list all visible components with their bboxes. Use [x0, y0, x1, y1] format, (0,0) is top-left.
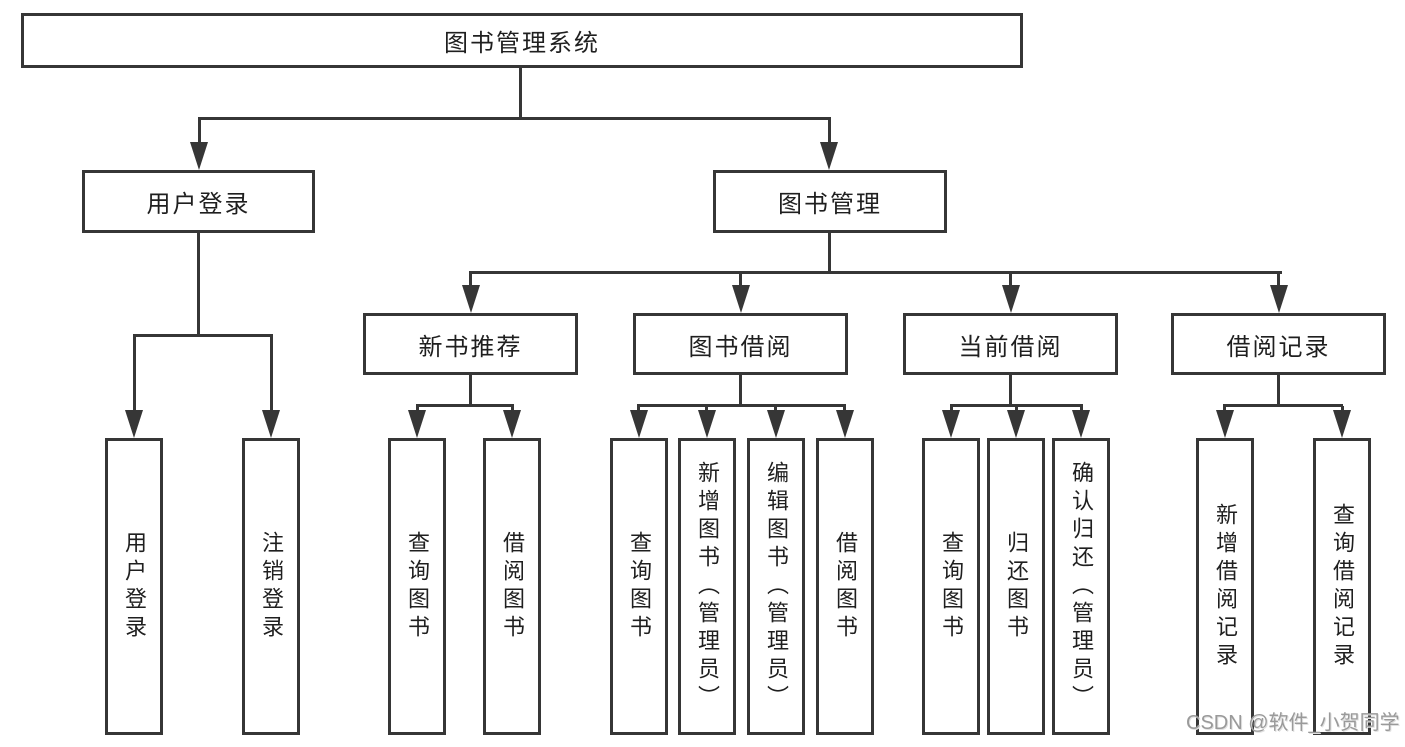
edge-to-book-borrow: [739, 272, 742, 287]
edge-new-book-rail: [415, 404, 514, 407]
node-current-borrow: 当前借阅: [903, 313, 1118, 375]
leaf-label: 新增借阅记录: [1213, 502, 1238, 671]
edge-to-leaf: [415, 406, 419, 413]
arrowhead-icon: [629, 410, 648, 438]
leaf-label: 查询借阅记录: [1330, 502, 1355, 671]
node-new-book-recommend: 新书推荐: [363, 313, 578, 375]
node-book-management-label: 图书管理: [778, 191, 882, 218]
arrowhead-icon: [731, 285, 750, 313]
edge-to-leaf: [1014, 406, 1018, 413]
edge-to-leaf: [949, 406, 953, 413]
edge-root-stub: [518, 68, 522, 120]
leaf-query-books-recommend: 查询图书: [388, 438, 446, 735]
leaf-query-books-borrow: 查询图书: [610, 438, 668, 735]
edge-to-borrow-records: [1277, 272, 1280, 287]
edge-to-leaf: [774, 406, 777, 413]
arrowhead-icon: [697, 410, 716, 438]
node-borrow-records-label: 借阅记录: [1226, 333, 1331, 361]
edge-book-borrow-rail: [637, 404, 846, 407]
leaf-borrow-books-recommend: 借阅图书: [483, 438, 541, 735]
leaf-label: 注销登录: [259, 530, 284, 643]
edge-new-book-stub: [469, 375, 472, 407]
edge-level2-rail: [197, 117, 831, 120]
edge-to-new-book: [469, 272, 472, 287]
edge-to-leaf: [637, 406, 640, 413]
edge-to-leaf-logout: [269, 335, 273, 412]
edge-book-management-stub: [827, 233, 831, 274]
leaf-query-borrow-record: 查询借阅记录: [1313, 438, 1371, 735]
edge-to-leaf: [1079, 406, 1083, 413]
leaf-logout: 注销登录: [242, 438, 300, 735]
edge-current-borrow-stub: [1009, 375, 1012, 407]
edge-book-borrow-stub: [739, 375, 742, 407]
edge-to-current-borrow: [1009, 272, 1012, 287]
leaf-user-login: 用户登录: [105, 438, 163, 735]
edge-to-leaf-user-login: [132, 335, 136, 412]
node-book-management: 图书管理: [713, 170, 947, 233]
node-root: 图书管理系统: [21, 13, 1023, 68]
leaf-label: 归还图书: [1004, 530, 1029, 643]
arrowhead-icon: [125, 410, 143, 438]
edge-to-user-login: [197, 119, 201, 146]
node-borrow-records: 借阅记录: [1171, 313, 1386, 375]
leaf-query-books-current: 查询图书: [922, 438, 980, 735]
node-current-borrow-label: 当前借阅: [958, 333, 1063, 361]
leaf-label: 查询图书: [627, 530, 652, 643]
leaf-label: 查询图书: [405, 530, 430, 643]
arrowhead-icon: [461, 285, 480, 313]
leaf-label: 借阅图书: [833, 530, 858, 643]
edge-borrow-records-rail: [1223, 404, 1343, 407]
node-root-label: 图书管理系统: [444, 30, 600, 57]
arrowhead-icon: [1269, 285, 1288, 313]
leaf-label: 新增图书（管理员）: [695, 460, 720, 713]
arrowhead-icon: [1072, 410, 1090, 438]
node-new-book-recommend-label: 新书推荐: [418, 333, 523, 361]
edge-to-leaf: [705, 406, 708, 413]
edge-to-leaf: [1340, 406, 1344, 413]
leaf-confirm-return-admin: 确认归还（管理员）: [1052, 438, 1110, 735]
edge-borrow-records-stub: [1277, 375, 1280, 407]
leaf-label: 查询图书: [939, 530, 964, 643]
arrowhead-icon: [1001, 285, 1020, 313]
edge-to-book-management: [827, 119, 831, 146]
edge-user-login-stub: [197, 233, 200, 336]
node-book-borrow: 图书借阅: [633, 313, 848, 375]
edge-user-login-rail: [132, 333, 273, 337]
leaf-label: 编辑图书（管理员）: [764, 460, 789, 713]
arrowhead-icon: [1007, 410, 1025, 438]
arrowhead-icon: [262, 410, 280, 438]
leaf-borrow-books: 借阅图书: [816, 438, 874, 735]
leaf-return-books: 归还图书: [987, 438, 1045, 735]
edge-level3-rail: [469, 271, 1282, 274]
node-user-login: 用户登录: [82, 170, 315, 233]
edge-current-borrow-rail: [949, 404, 1083, 407]
arrowhead-icon: [190, 142, 208, 170]
leaf-label: 确认归还（管理员）: [1069, 460, 1094, 713]
arrowhead-icon: [766, 410, 785, 438]
arrowhead-icon: [408, 410, 426, 438]
arrowhead-icon: [1215, 410, 1234, 438]
arrowhead-icon: [835, 410, 854, 438]
leaf-add-borrow-record: 新增借阅记录: [1196, 438, 1254, 735]
leaf-add-books-admin: 新增图书（管理员）: [678, 438, 736, 735]
arrowhead-icon: [942, 410, 960, 438]
leaf-edit-books-admin: 编辑图书（管理员）: [747, 438, 805, 735]
arrowhead-icon: [1333, 410, 1351, 438]
arrowhead-icon: [820, 142, 838, 170]
arrowhead-icon: [503, 410, 521, 438]
leaf-label: 借阅图书: [500, 530, 525, 643]
edge-to-leaf: [1223, 406, 1226, 413]
node-book-borrow-label: 图书借阅: [688, 333, 793, 361]
edge-to-leaf: [510, 406, 514, 413]
leaf-label: 用户登录: [122, 530, 147, 643]
watermark: CSDN @软件_小贺同学: [1186, 712, 1400, 734]
node-user-login-label: 用户登录: [146, 191, 251, 218]
edge-to-leaf: [843, 406, 846, 413]
